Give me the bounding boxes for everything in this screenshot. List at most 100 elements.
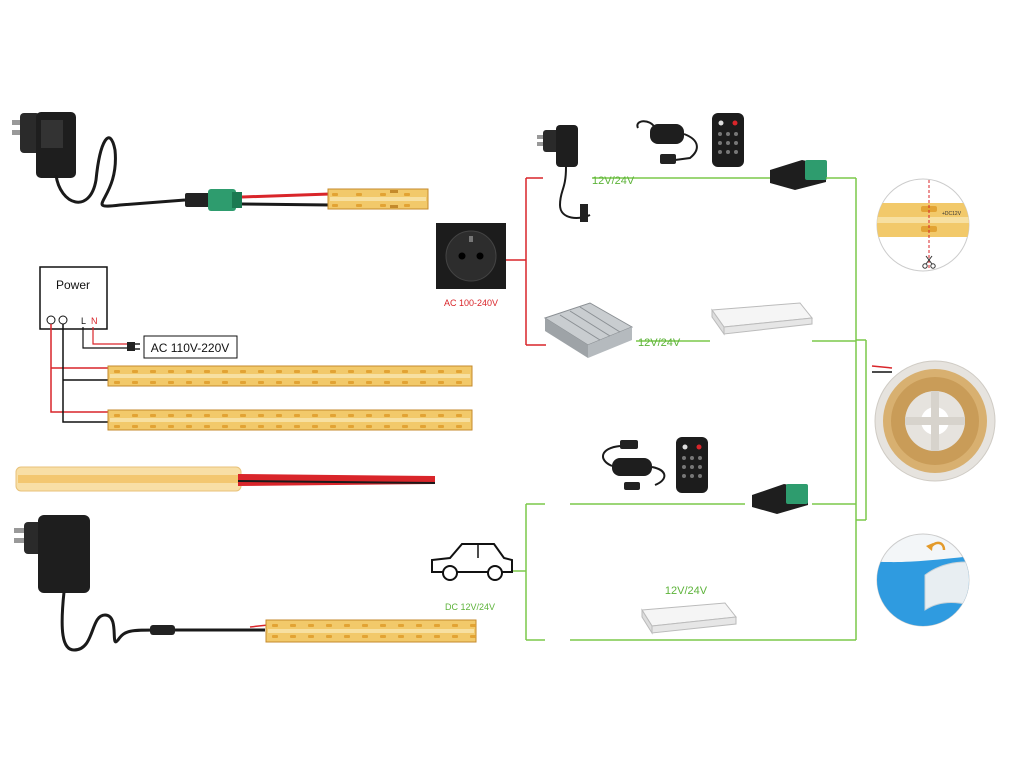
led-chip <box>348 425 354 428</box>
wall-socket-icon <box>436 223 506 289</box>
terminal-plus <box>46 315 56 325</box>
plug-icon <box>127 342 140 351</box>
led-chip <box>416 635 422 638</box>
led-chip <box>294 414 300 417</box>
led-chip <box>114 381 120 384</box>
led-chip <box>452 635 458 638</box>
dc-connector-lower-icon <box>752 484 808 514</box>
led-chip <box>384 370 390 373</box>
terminal-l-label: L <box>81 316 86 326</box>
led-chip <box>456 381 462 384</box>
led-strip-parallel-2 <box>107 409 473 431</box>
led-chip <box>402 425 408 428</box>
power-box-setup: Power L N AC 110V-220V <box>39 266 473 431</box>
led-chip <box>132 414 138 417</box>
led-chip <box>240 370 246 373</box>
led-chip <box>330 414 336 417</box>
ac-red-wiring <box>506 177 546 346</box>
led-controller-lower-icon <box>641 602 737 635</box>
wall-adapter-icon <box>12 112 76 178</box>
led-chip <box>258 425 264 428</box>
led-chip <box>438 381 444 384</box>
led-chip <box>222 370 228 373</box>
led-chip <box>438 425 444 428</box>
led-chip <box>168 425 174 428</box>
led-chip <box>222 381 228 384</box>
led-chip <box>380 635 386 638</box>
led-chip <box>276 381 282 384</box>
power-box-label: Power <box>56 278 90 292</box>
sealed-strip-cable <box>15 466 436 492</box>
led-chip <box>380 193 386 196</box>
led-chip <box>420 370 426 373</box>
led-chip <box>398 635 404 638</box>
led-chip <box>114 414 120 417</box>
led-chip <box>402 381 408 384</box>
led-chip <box>404 204 410 207</box>
led-chip <box>366 414 372 417</box>
led-chip <box>168 370 174 373</box>
led-chip <box>348 370 354 373</box>
led-chip <box>204 370 210 373</box>
led-chip <box>258 414 264 417</box>
inline-dimmer-lower-icon <box>602 440 666 490</box>
led-chip <box>332 204 338 207</box>
led-chip <box>420 425 426 428</box>
led-chip <box>150 370 156 373</box>
led-chip <box>150 425 156 428</box>
led-chip <box>402 414 408 417</box>
car-icon <box>431 543 513 581</box>
adapter-extension-setup <box>14 515 477 652</box>
led-chip <box>312 414 318 417</box>
led-chip <box>366 381 372 384</box>
led-chip <box>186 425 192 428</box>
led-chip <box>272 624 278 627</box>
scissors-icon <box>922 255 936 269</box>
led-chip <box>362 624 368 627</box>
car-voltage-label: DC 12V/24V <box>445 602 495 612</box>
led-chip <box>326 624 332 627</box>
led-chip <box>294 370 300 373</box>
led-chip <box>384 414 390 417</box>
dc-jack-icon <box>185 189 242 211</box>
led-chip <box>186 370 192 373</box>
led-chip <box>438 370 444 373</box>
power-supply-icon <box>543 302 634 358</box>
led-chip <box>456 425 462 428</box>
terminal-minus <box>58 315 68 325</box>
led-chip <box>348 381 354 384</box>
led-chip <box>186 381 192 384</box>
led-chip <box>272 635 278 638</box>
led-chip <box>150 414 156 417</box>
led-chip <box>366 425 372 428</box>
led-chip <box>114 370 120 373</box>
led-chip <box>276 370 282 373</box>
inline-dimmer-icon <box>636 120 698 164</box>
socket-voltage-label: AC 100-240V <box>444 298 498 308</box>
led-chip <box>258 381 264 384</box>
led-chip <box>362 635 368 638</box>
led-chip <box>290 635 296 638</box>
led-chip <box>294 425 300 428</box>
led-chip <box>204 425 210 428</box>
led-chip <box>276 425 282 428</box>
remote-control-lower-icon <box>676 437 708 493</box>
led-chip <box>186 414 192 417</box>
led-chip <box>312 370 318 373</box>
led-chip <box>380 204 386 207</box>
dc-green-wiring <box>513 177 867 641</box>
cut-mark-detail: +DC12V <box>876 178 970 272</box>
led-chip <box>420 381 426 384</box>
led-chip <box>308 635 314 638</box>
wall-adapter-bottom-icon <box>14 515 90 593</box>
led-chip <box>330 381 336 384</box>
led-chip <box>168 414 174 417</box>
ac-input-label: AC 110V-220V <box>151 341 230 355</box>
remote-control-top-icon <box>712 113 744 167</box>
led-chip <box>438 414 444 417</box>
led-chip <box>344 635 350 638</box>
led-chip <box>434 635 440 638</box>
led-chip <box>356 204 362 207</box>
led-chip <box>416 624 422 627</box>
